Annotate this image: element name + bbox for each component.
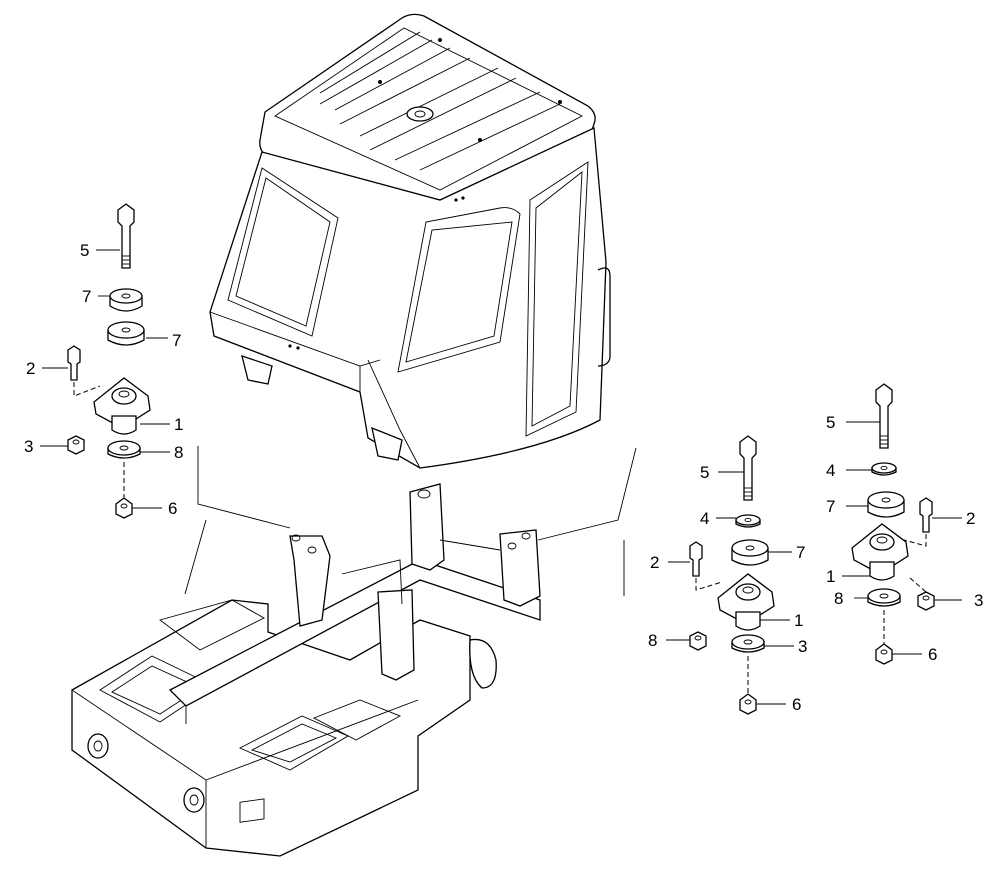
callout-label: 8 <box>648 631 657 650</box>
roof-grooves <box>319 31 562 171</box>
callout-label: 7 <box>172 331 181 350</box>
cab-drawing <box>209 13 611 469</box>
alignment-lines <box>184 446 637 596</box>
callout-label: 1 <box>794 611 803 630</box>
callout-label: 2 <box>26 359 35 378</box>
callout-label: 5 <box>700 463 709 482</box>
callout-label: 2 <box>966 509 975 528</box>
bolt-2-right <box>919 497 933 533</box>
callout-label: 3 <box>974 591 983 610</box>
bolt-5-left <box>117 203 135 269</box>
mount-assembly-left <box>67 203 151 519</box>
callout-label: 3 <box>798 637 807 656</box>
callout-label: 6 <box>168 499 177 518</box>
callout-label: 5 <box>80 241 89 260</box>
cab-right-window <box>525 161 589 437</box>
callout-label: 6 <box>792 695 801 714</box>
callout-label: 7 <box>826 497 835 516</box>
callout-label: 6 <box>928 645 937 664</box>
callout-label: 4 <box>700 509 709 528</box>
bolt-5-right <box>875 383 893 449</box>
callout-label: 4 <box>826 461 835 480</box>
callout-label: 8 <box>174 443 183 462</box>
mount-assembly-middle <box>689 435 775 715</box>
callout-label: 3 <box>24 437 33 456</box>
callout-label: 5 <box>826 413 835 432</box>
frame-post-right <box>499 529 541 607</box>
frame-post-center <box>409 483 445 571</box>
callout-labels: 5 7 7 2 1 3 8 6 5 4 7 2 1 3 8 6 5 4 7 2 … <box>24 241 983 714</box>
callout-label: 8 <box>834 589 843 608</box>
callout-label: 7 <box>82 287 91 306</box>
frame-post-left <box>289 535 331 627</box>
cab-door-window <box>397 207 521 373</box>
callout-label: 1 <box>826 567 835 586</box>
bolt-2-left <box>67 345 81 381</box>
cab-roof-rim <box>274 27 583 191</box>
bolt-5-middle <box>739 435 757 501</box>
cab-left-window <box>227 167 339 337</box>
bolt-2-middle <box>689 541 703 577</box>
nut-3-left <box>67 435 85 455</box>
callout-label: 7 <box>796 543 805 562</box>
mount-assembly-right <box>851 383 935 665</box>
callout-leaders <box>40 249 962 705</box>
cab-handrail <box>597 267 611 367</box>
callout-label: 2 <box>650 553 659 572</box>
nut-3-right <box>917 591 935 611</box>
callout-label: 1 <box>174 415 183 434</box>
chassis-frame-drawing <box>71 483 541 857</box>
nut-3-middle <box>689 631 707 651</box>
frame-base <box>71 599 471 857</box>
